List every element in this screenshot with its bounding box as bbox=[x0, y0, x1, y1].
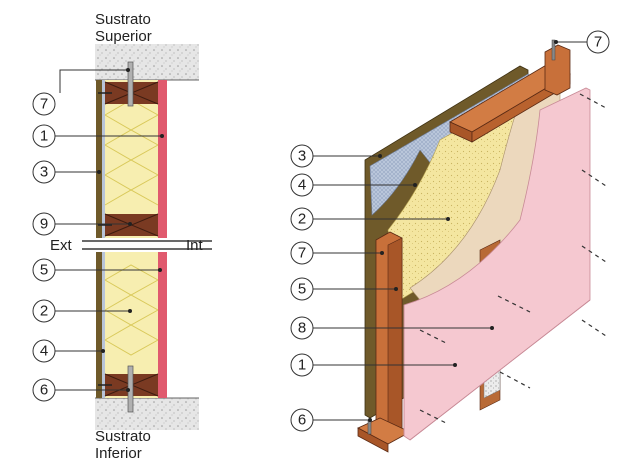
iso-callout-6: 6 bbox=[290, 408, 372, 432]
svg-text:6: 6 bbox=[298, 412, 306, 429]
iso-callout-4: 4 bbox=[290, 173, 417, 197]
substrate-bottom-subtitle: Inferior bbox=[95, 445, 142, 462]
substrate-bottom-title: Sustrato bbox=[95, 428, 151, 445]
svg-text:3: 3 bbox=[40, 164, 48, 181]
top-substrate bbox=[95, 44, 199, 80]
section-callout-7: 7 bbox=[32, 68, 130, 116]
exterior-label: Ext bbox=[50, 237, 73, 254]
svg-text:2: 2 bbox=[298, 211, 306, 228]
lower-wall-segment bbox=[96, 252, 167, 413]
svg-text:4: 4 bbox=[40, 343, 48, 360]
svg-text:9: 9 bbox=[40, 216, 48, 233]
fastener-guides bbox=[419, 93, 607, 425]
substrate-top-subtitle: Superior bbox=[95, 28, 152, 45]
section-callout-9: 9 bbox=[32, 212, 132, 236]
svg-text:5: 5 bbox=[40, 262, 48, 279]
section-callout-4: 4 bbox=[32, 339, 105, 363]
substrate-top-title: Sustrato bbox=[95, 11, 151, 28]
iso-callout-5: 5 bbox=[290, 277, 398, 301]
upper-wall-segment bbox=[96, 61, 167, 238]
iso-callout-1: 1 bbox=[290, 353, 457, 377]
iso-callout-7-top: 7 bbox=[554, 30, 610, 54]
svg-text:2: 2 bbox=[40, 303, 48, 320]
svg-text:6: 6 bbox=[40, 382, 48, 399]
iso-callout-2: 2 bbox=[290, 207, 450, 231]
svg-text:7: 7 bbox=[594, 34, 602, 51]
section-callout-6: 6 bbox=[32, 378, 130, 402]
gypsum-board bbox=[403, 87, 591, 441]
svg-text:4: 4 bbox=[298, 177, 306, 194]
svg-text:8: 8 bbox=[298, 320, 306, 337]
section-callout-2: 2 bbox=[32, 299, 132, 323]
svg-text:1: 1 bbox=[298, 357, 306, 374]
section-view: Sustrato Superior Sustrato Inferior Ext … bbox=[32, 11, 212, 462]
svg-text:5: 5 bbox=[298, 281, 306, 298]
section-callout-3: 3 bbox=[32, 160, 101, 184]
iso-callout-8: 8 bbox=[290, 316, 494, 340]
svg-text:7: 7 bbox=[298, 245, 306, 262]
iso-callout-7-left: 7 bbox=[290, 241, 384, 265]
isometric-view: 7 3 4 2 7 5 8 1 bbox=[290, 30, 610, 453]
iso-stud-top bbox=[544, 44, 571, 96]
section-callout-5: 5 bbox=[32, 258, 162, 282]
top-anchor-bolt bbox=[127, 61, 134, 107]
iso-callout-3: 3 bbox=[290, 144, 382, 168]
section-callout-1: 1 bbox=[32, 124, 164, 148]
bottom-substrate bbox=[95, 398, 199, 430]
svg-text:1: 1 bbox=[40, 128, 48, 145]
interior-label: Int bbox=[186, 237, 204, 254]
svg-text:7: 7 bbox=[40, 96, 48, 113]
svg-text:3: 3 bbox=[298, 148, 306, 165]
